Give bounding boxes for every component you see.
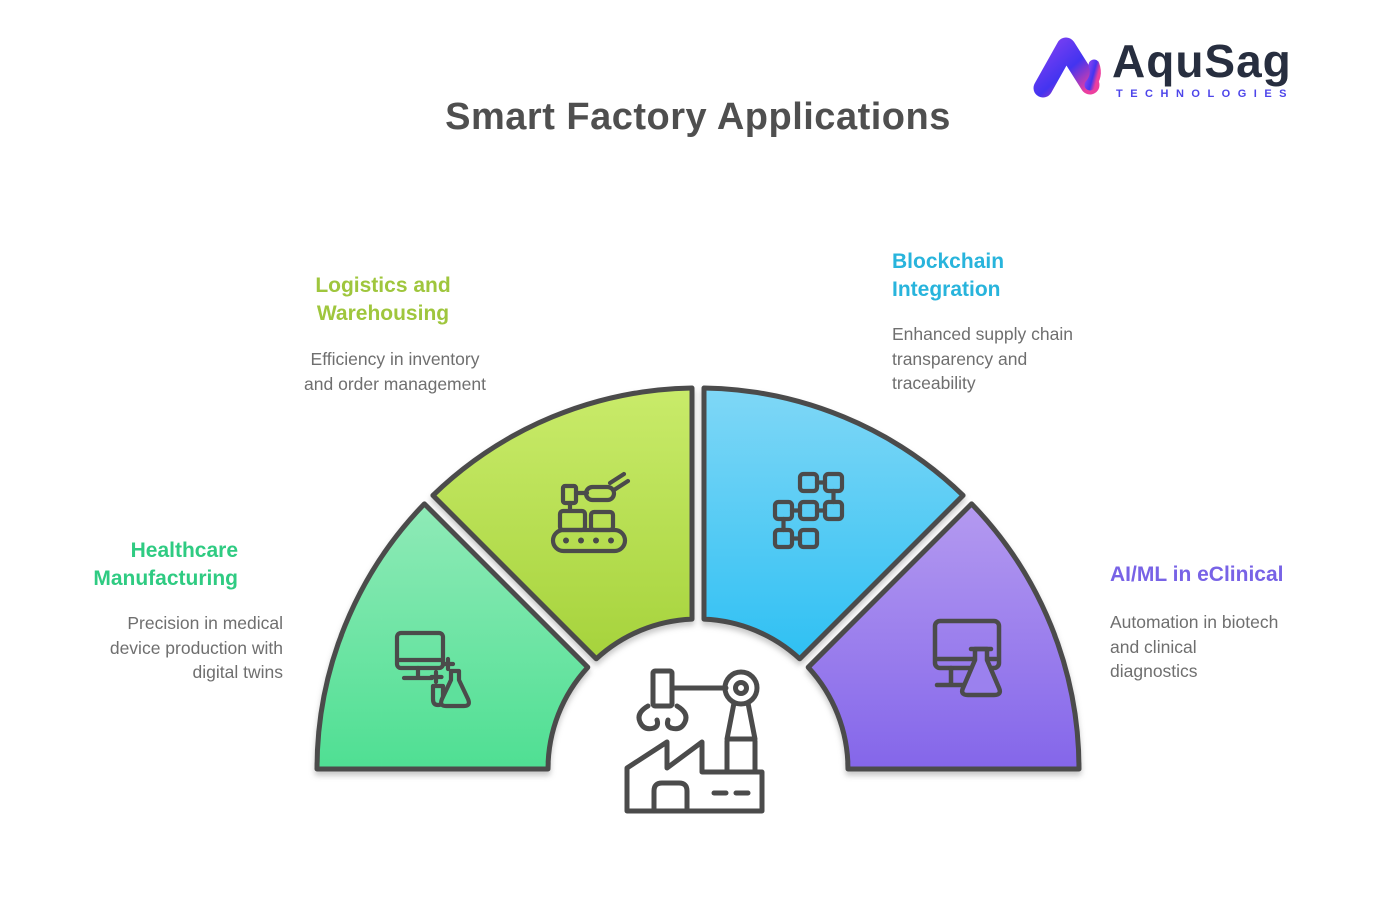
page-title: Smart Factory Applications (445, 96, 951, 138)
monitor-flask-icon (932, 618, 1003, 698)
conveyor-robot-icon (550, 471, 631, 554)
segment-logistics-warehousing (430, 385, 695, 662)
gauge-segments (314, 385, 1082, 772)
description-aiml-eclinical: Automation in biotech and clinical diagn… (1110, 612, 1279, 681)
description-logistics-warehousing: Efficiency in inventory and order manage… (304, 349, 486, 394)
heading-aiml-eclinical: AI/ML in eClinical (1110, 563, 1284, 586)
segment-aiml-eclinical (805, 501, 1082, 772)
description-healthcare-manufacturing: Precision in medical device production w… (109, 613, 283, 682)
blockchain-blocks-icon (772, 471, 845, 550)
logo-tagline: TECHNOLOGIES (1116, 88, 1295, 100)
heading-blockchain-integration: Blockchain Integration (892, 250, 1005, 301)
heading-logistics-warehousing: Logistics and Warehousing (315, 274, 451, 325)
logo-name: AquSag (1112, 35, 1292, 87)
segment-healthcare-manufacturing (314, 501, 591, 772)
heading-healthcare-manufacturing: Healthcare Manufacturing (93, 539, 238, 590)
factory-robot-arm-icon (624, 668, 765, 814)
logo-mark-icon (1033, 37, 1101, 98)
segment-blockchain-integration (701, 385, 966, 662)
description-blockchain-integration: Enhanced supply chain transparency and t… (892, 324, 1073, 393)
monitor-flask-icon (394, 630, 471, 709)
